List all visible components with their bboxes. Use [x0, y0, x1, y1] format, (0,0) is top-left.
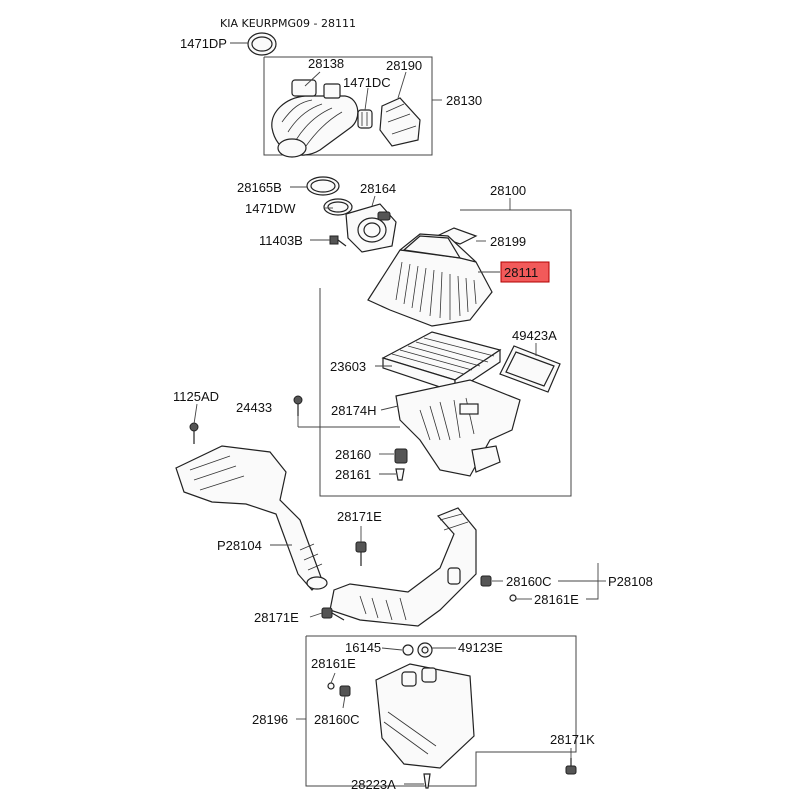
- bolt-1125ad: [189, 422, 199, 444]
- hose-p28108: [329, 507, 477, 627]
- label-p28108: P28108: [608, 574, 653, 589]
- bolt-28171k: [565, 758, 577, 775]
- filter-element-23603: [381, 331, 502, 394]
- label-28190: 28190: [386, 58, 422, 73]
- pin-28161e-lower: [327, 682, 335, 690]
- bolt-28171e-lower: [321, 607, 345, 621]
- label-24433: 24433: [236, 400, 272, 415]
- bolt-11403b: [329, 235, 347, 247]
- label-28111: 28111: [504, 265, 538, 280]
- label-28160c-lower: 28160C: [314, 712, 360, 727]
- label-28100: 28100: [490, 183, 526, 198]
- label-28164: 28164: [360, 181, 396, 196]
- air-flow-sensor-28164: [345, 203, 397, 253]
- label-28160: 28160: [335, 447, 371, 462]
- label-49423a: 49423A: [512, 328, 557, 343]
- label-28138: 28138: [308, 56, 344, 71]
- gasket-16145: [402, 644, 414, 656]
- bolt-28171e-upper: [355, 541, 367, 566]
- bolt-24433: [293, 395, 303, 416]
- label-1471dc: 1471DC: [343, 75, 391, 90]
- label-28171e-lower: 28171E: [254, 610, 299, 625]
- pin-28161: [395, 468, 405, 481]
- bushing-28160c-lower: [339, 685, 351, 697]
- bushing-28160c-right: [480, 575, 492, 587]
- label-28161: 28161: [335, 467, 371, 482]
- group-box-28196: [305, 635, 577, 787]
- bushing-28160: [394, 448, 408, 464]
- label-11403b: 11403B: [259, 233, 303, 248]
- label-28165b: 28165B: [237, 180, 282, 195]
- label-p28104: P28104: [217, 538, 262, 553]
- label-28174h: 28174H: [331, 403, 377, 418]
- label-28130: 28130: [446, 93, 482, 108]
- label-28161e-lower: 28161E: [311, 656, 356, 671]
- label-1471dp: 1471DP: [180, 36, 227, 51]
- label-28171k: 28171K: [550, 732, 595, 747]
- label-28199: 28199: [490, 234, 526, 249]
- clamp-1471dc: [357, 109, 373, 129]
- pin-28161e-right: [509, 594, 517, 602]
- label-28223a: 28223A: [351, 777, 396, 792]
- label-28161e-right: 28161E: [534, 592, 579, 607]
- air-duct-28190: [379, 97, 421, 147]
- air-cleaner-cover-28111: [367, 233, 493, 327]
- highlight-28111: [500, 261, 550, 283]
- group-box-28130: [263, 56, 433, 156]
- label-23603: 23603: [330, 359, 366, 374]
- label-28171e-upper: 28171E: [337, 509, 382, 524]
- label-28160c-right: 28160C: [506, 574, 552, 589]
- label-1125ad: 1125AD: [173, 389, 219, 404]
- label-16145: 16145: [345, 640, 381, 655]
- intake-duct-p28104: [175, 445, 328, 591]
- drain-28223a: [423, 773, 431, 789]
- resonator-28196: [375, 663, 475, 769]
- air-cleaner-body-28174h: [395, 379, 521, 477]
- label-1471dw: 1471DW: [245, 201, 296, 216]
- label-49123e: 49123E: [458, 640, 503, 655]
- diagram-title: KIA KEURPMG09 - 28111: [220, 17, 356, 30]
- label-28196: 28196: [252, 712, 288, 727]
- intake-hose-28138: [271, 79, 359, 158]
